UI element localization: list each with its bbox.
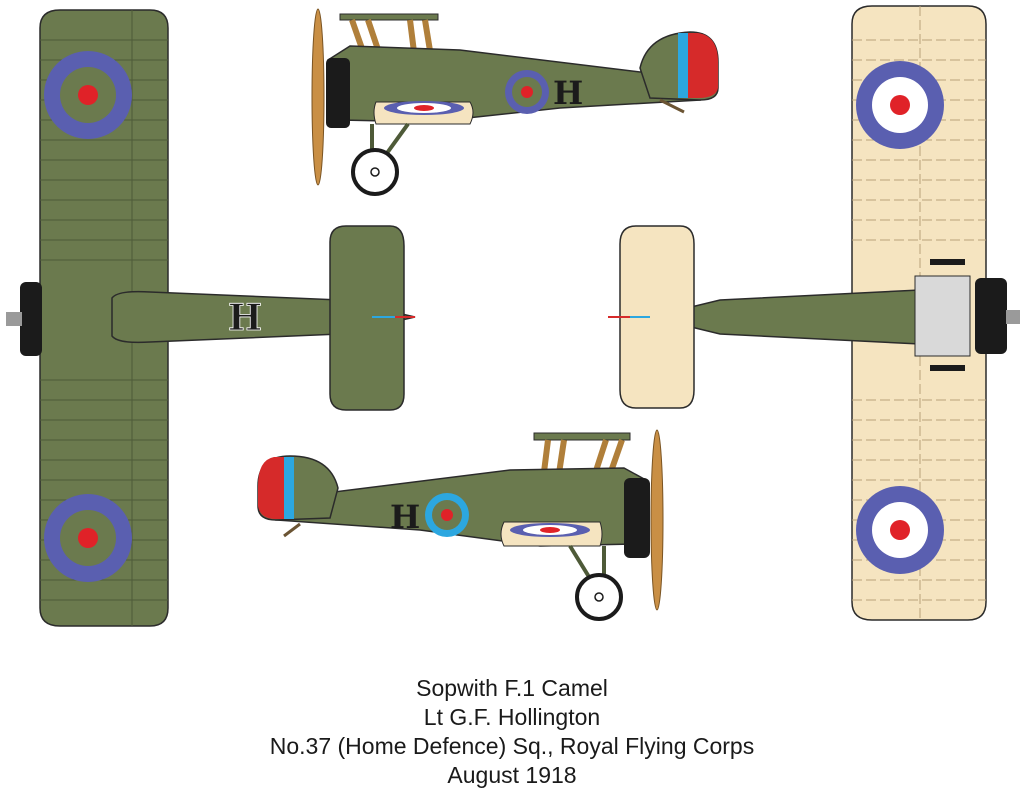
side-view-upper: H: [311, 8, 719, 196]
profile-artwork: H: [6, 5, 1020, 627]
upper-wing-top: [39, 9, 169, 627]
propeller-side-1: [311, 8, 325, 186]
fuselage-letter-top: H: [228, 297, 262, 339]
metal-panel-underside: [914, 275, 971, 357]
tailplane-underside: [619, 225, 695, 409]
caption-date: August 1918: [447, 762, 577, 788]
caption-aircraft-type: Sopwith F.1 Camel: [416, 675, 608, 701]
caption-pilot: Lt G.F. Hollington: [423, 704, 601, 730]
roundel-fuselage-side-1: [505, 70, 549, 114]
upper-wing-side-2: [533, 432, 631, 441]
propeller-side-2: [650, 429, 664, 611]
roundel-underside-bottom: [856, 486, 944, 574]
cowling-side-2: [624, 478, 650, 558]
propeller-hub-top: [6, 312, 22, 326]
cowling-side-1: [326, 58, 350, 128]
roundel-underside-top: [856, 61, 944, 149]
caption-squadron: No.37 (Home Defence) Sq., Royal Flying C…: [269, 733, 755, 759]
tailplane-top: [329, 225, 405, 411]
fuselage-letter-side-1: H: [553, 74, 583, 112]
cowling-top: [20, 282, 42, 356]
side-view-lower: H: [257, 429, 664, 621]
fuselage-underside: [649, 289, 961, 345]
roundel-upper-wing-bottom: [44, 494, 132, 582]
upper-wing-side-1: [339, 13, 439, 21]
fuselage-letter-side-2: H: [390, 498, 420, 536]
top-view: H: [6, 9, 416, 627]
roundel-fuselage-side-2: [425, 493, 469, 537]
cowling-underside: [975, 278, 1007, 354]
roundel-upper-wing-top: [44, 51, 132, 139]
underside-view: [608, 5, 1020, 621]
